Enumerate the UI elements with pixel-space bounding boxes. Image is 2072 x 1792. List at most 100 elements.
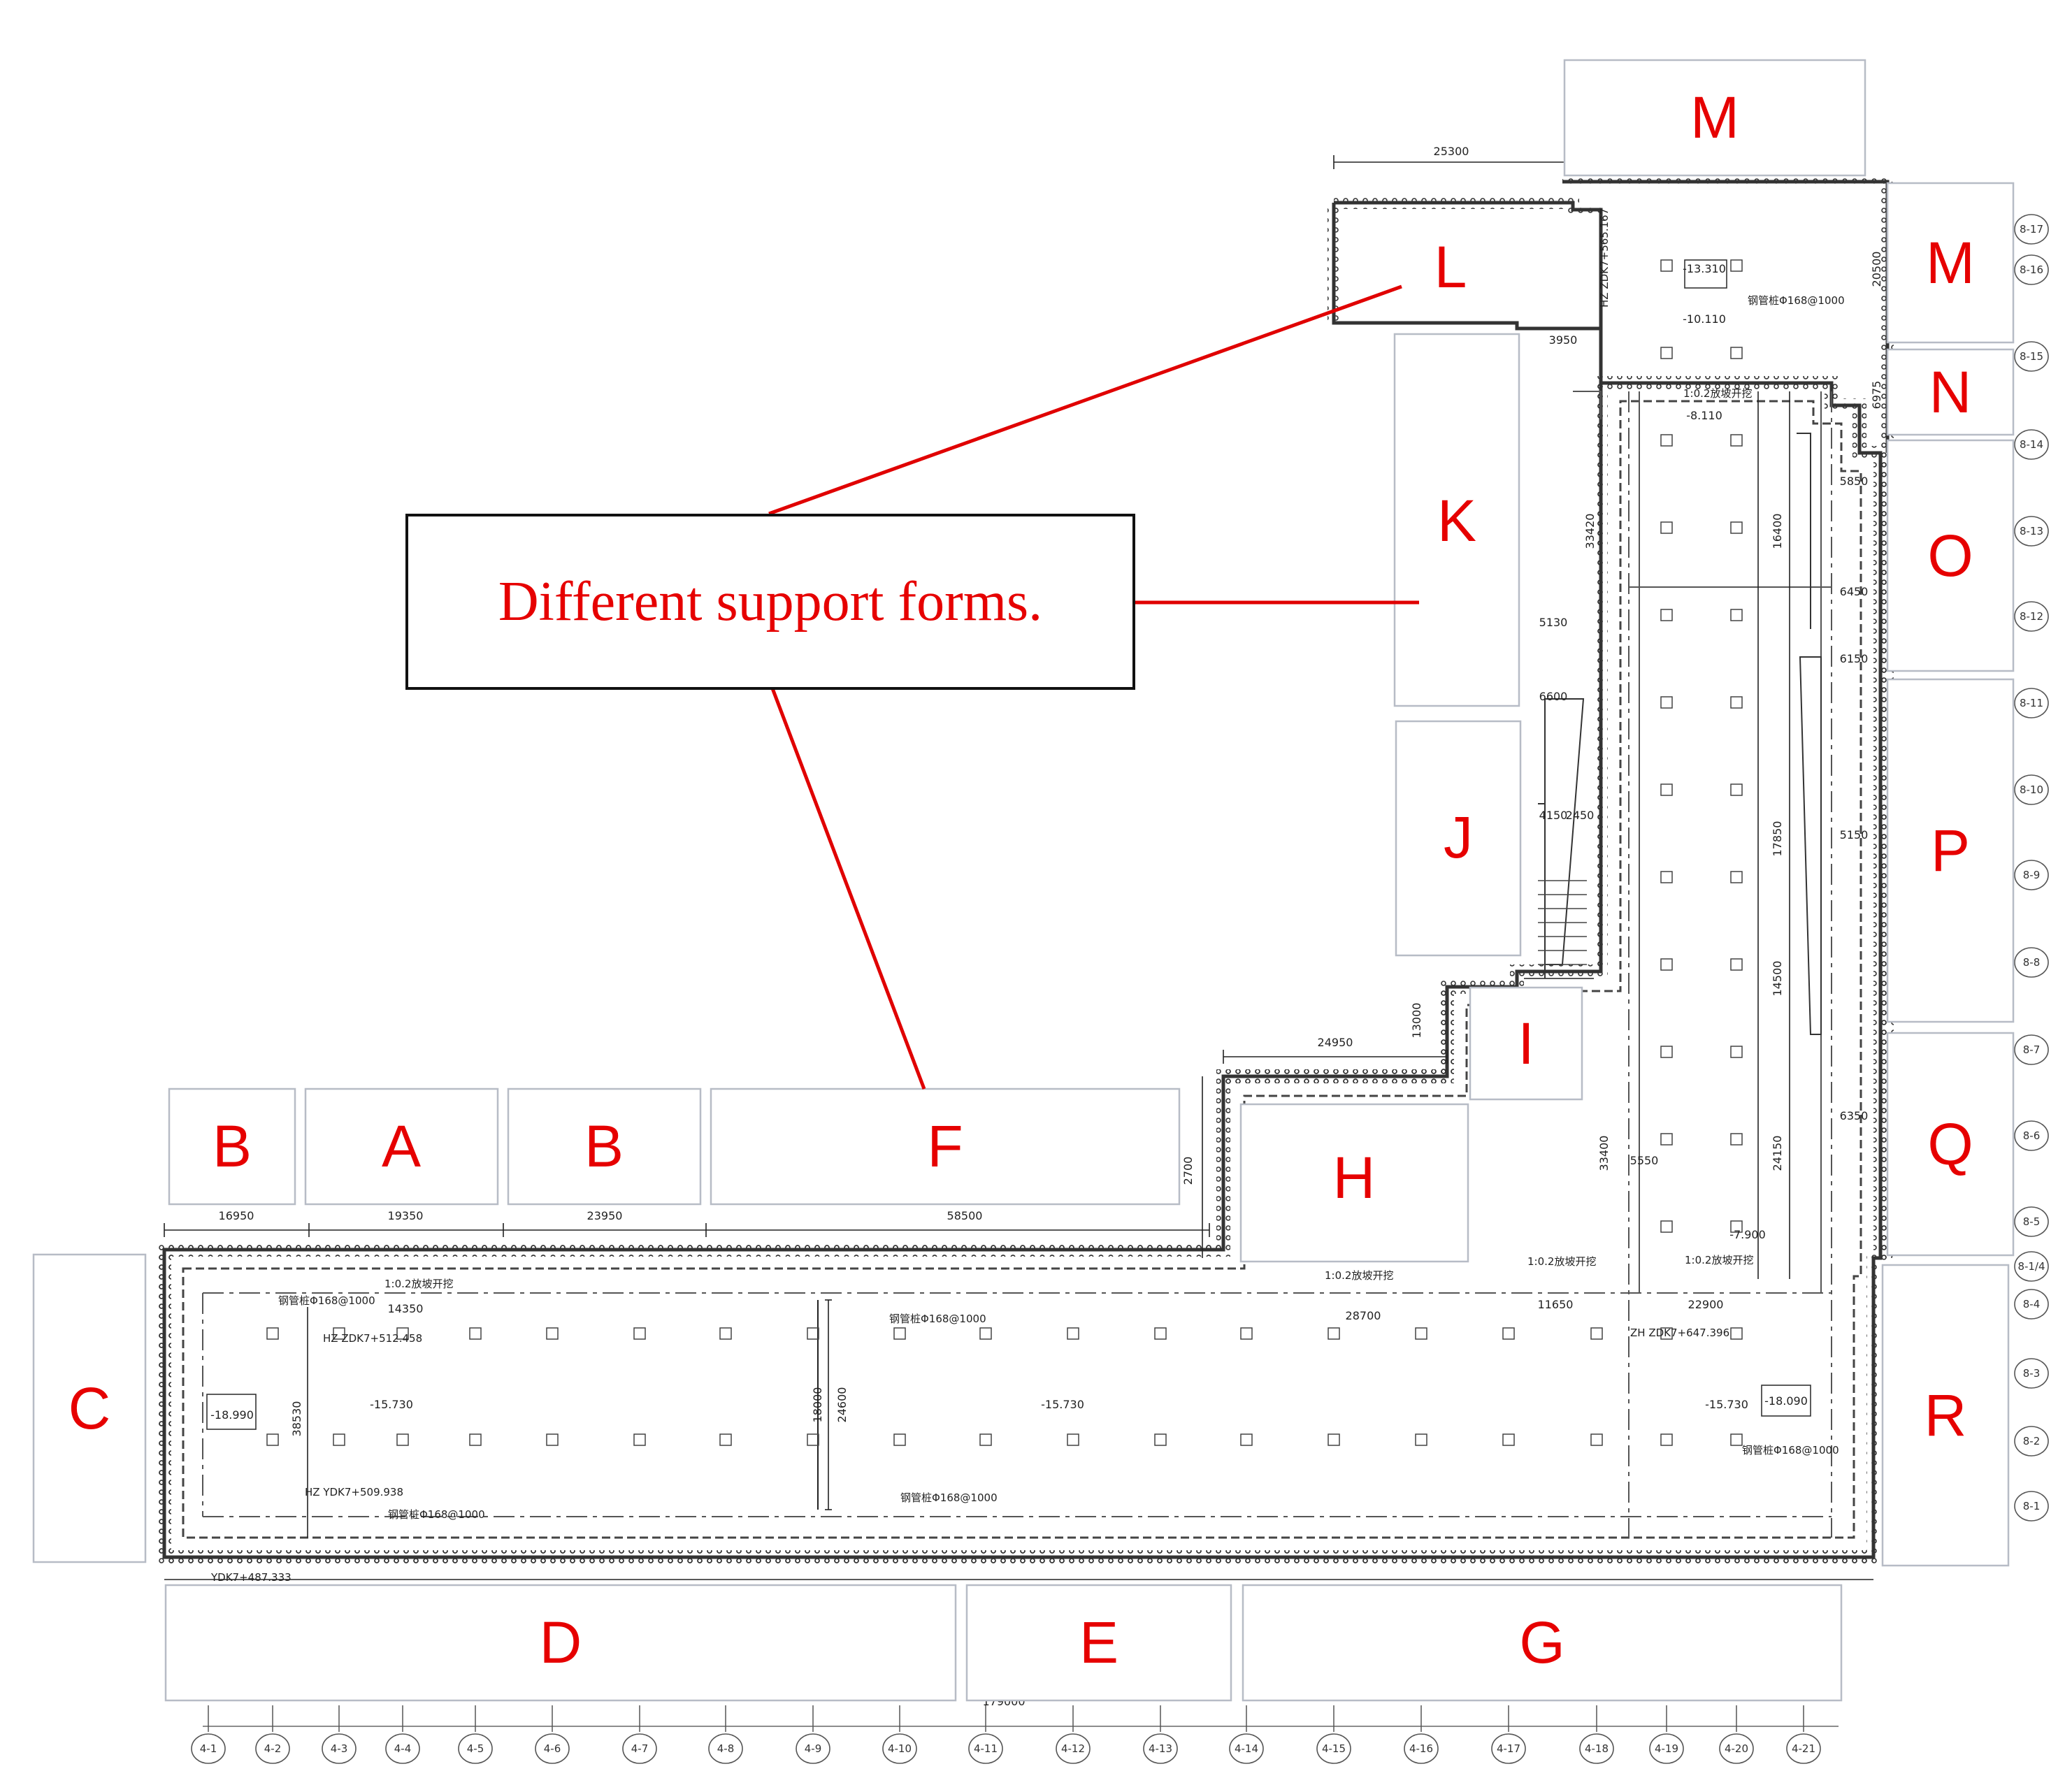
bottom-axis-bubble — [1316, 1733, 1351, 1764]
right-axis-bubble — [2014, 341, 2049, 372]
column-marker — [1730, 347, 1743, 359]
column-marker — [1067, 1327, 1079, 1340]
dim-33400: 33400 — [1597, 1136, 1611, 1171]
dim-6450: 6450 — [1840, 585, 1869, 598]
column-marker — [1660, 1220, 1673, 1233]
dim-24600: 24600 — [835, 1387, 849, 1423]
bottom-axis-label: 4-3 — [331, 1742, 348, 1755]
column-marker — [1730, 696, 1743, 709]
dim-6600: 6600 — [1539, 690, 1568, 703]
right-axis-bubble — [2014, 516, 2049, 547]
column-marker — [333, 1433, 345, 1446]
right-axis-label: 8-9 — [2023, 869, 2041, 881]
column-marker — [396, 1433, 409, 1446]
zone-m-top: M — [1563, 59, 1866, 177]
column-marker — [1240, 1433, 1253, 1446]
zone-l: L — [1434, 234, 1467, 300]
dim-24150: 24150 — [1771, 1136, 1784, 1171]
column-marker — [1660, 696, 1673, 709]
note-slope-4: 1:0.2放坡开挖 — [1685, 1254, 1753, 1266]
zone-label-c: C — [69, 1375, 111, 1441]
callout: Different support forms. — [405, 284, 1419, 1090]
bottom-axis-bubble — [322, 1733, 357, 1764]
bottom-axis-label: 4-11 — [974, 1742, 998, 1755]
zone-j: J — [1395, 720, 1522, 957]
column-marker — [1660, 1433, 1673, 1446]
zone-m-right: M — [1886, 182, 2015, 344]
column-marker — [1660, 347, 1673, 359]
column-marker — [1590, 1327, 1603, 1340]
bottom-axis-label: 4-6 — [544, 1742, 561, 1755]
column-marker — [807, 1433, 819, 1446]
right-axis-bubble — [2014, 1251, 2049, 1282]
zone-label-p: P — [1931, 818, 1970, 883]
zone-c: C — [32, 1253, 147, 1563]
bottom-axis-label: 4-4 — [394, 1742, 412, 1755]
column-marker — [1660, 871, 1673, 883]
elev-north-pit: -10.110 — [1683, 312, 1726, 326]
dim-14350: 14350 — [388, 1302, 424, 1315]
note-pipe-6: 钢管桩Φ168@1000 — [1748, 294, 1845, 307]
bottom-axis-label: 4-7 — [631, 1742, 649, 1755]
dim-17850: 17850 — [1771, 821, 1784, 857]
bottom-axis-label: 4-15 — [1322, 1742, 1346, 1755]
zone-b-west: B — [168, 1088, 296, 1206]
column-marker — [1730, 958, 1743, 971]
dim-f: 58500 — [947, 1209, 983, 1222]
note-pipe-2: 钢管桩Φ168@1000 — [889, 1313, 986, 1325]
bottom-axis-label: 4-16 — [1409, 1742, 1433, 1755]
zone-boxes: B A B F C D E G — [32, 59, 2015, 1702]
right-axis-bubble — [2014, 1289, 2049, 1320]
zone-label-l: L — [1434, 234, 1467, 300]
dim-38530: 38530 — [290, 1401, 303, 1437]
dim-6150: 6150 — [1840, 652, 1869, 665]
column-marker — [266, 1327, 279, 1340]
note-pipe-4: 钢管桩Φ168@1000 — [388, 1508, 485, 1521]
right-axis-label: 8-13 — [2020, 525, 2043, 537]
bottom-axis-label: 4-12 — [1061, 1742, 1085, 1755]
elev-k-mid: -8.110 — [1686, 409, 1722, 422]
elevation-labels: -15.730 -15.730 -15.730 -13.310 -10.110 … — [206, 259, 1811, 1430]
note-slope-1: 1:0.2放坡开挖 — [384, 1278, 453, 1290]
column-marker — [1328, 1433, 1340, 1446]
right-axis-label: 8-16 — [2020, 263, 2043, 276]
column-marker — [807, 1327, 819, 1340]
column-marker — [893, 1433, 906, 1446]
bottom-axis-bubble — [1143, 1733, 1178, 1764]
dim-14500: 14500 — [1771, 961, 1784, 997]
column-marker — [1730, 1133, 1743, 1146]
right-axis-bubble — [2014, 860, 2049, 890]
callout-leader-l — [768, 284, 1402, 516]
note-ydk-bottom: YDK7+487.333 — [210, 1571, 292, 1584]
bottom-axis-label: 4-18 — [1585, 1742, 1609, 1755]
right-axis-label: 8-5 — [2023, 1215, 2041, 1228]
right-axis-bubble — [2014, 947, 2049, 978]
column-marker — [1730, 1046, 1743, 1058]
column-marker — [979, 1433, 992, 1446]
dim-2450: 2450 — [1566, 809, 1595, 822]
column-marker — [469, 1327, 482, 1340]
column-marker — [1660, 521, 1673, 534]
dim-6975: 6975 — [1870, 381, 1883, 410]
column-marker — [1415, 1327, 1427, 1340]
column-marker — [719, 1327, 732, 1340]
column-marker — [979, 1327, 992, 1340]
dim-a: 19350 — [388, 1209, 424, 1222]
bottom-axis-bubble — [622, 1733, 657, 1764]
bottom-axis-label: 4-1 — [200, 1742, 217, 1755]
zone-label-h: H — [1333, 1145, 1376, 1211]
zone-h: H — [1239, 1103, 1469, 1263]
zone-label-r: R — [1924, 1382, 1967, 1448]
column-marker — [1502, 1433, 1515, 1446]
zone-label-m-right: M — [1926, 230, 1975, 296]
bottom-axis-bubble — [458, 1733, 493, 1764]
right-axis-bubble — [2014, 214, 2049, 245]
right-axis-label: 8-7 — [2023, 1043, 2041, 1056]
right-axis-label: 8-6 — [2023, 1129, 2041, 1142]
zone-label-e: E — [1079, 1610, 1118, 1675]
column-marker — [1154, 1433, 1167, 1446]
column-marker — [1660, 783, 1673, 796]
right-axis-bubble — [2014, 1426, 2049, 1457]
column-marker — [1154, 1327, 1167, 1340]
